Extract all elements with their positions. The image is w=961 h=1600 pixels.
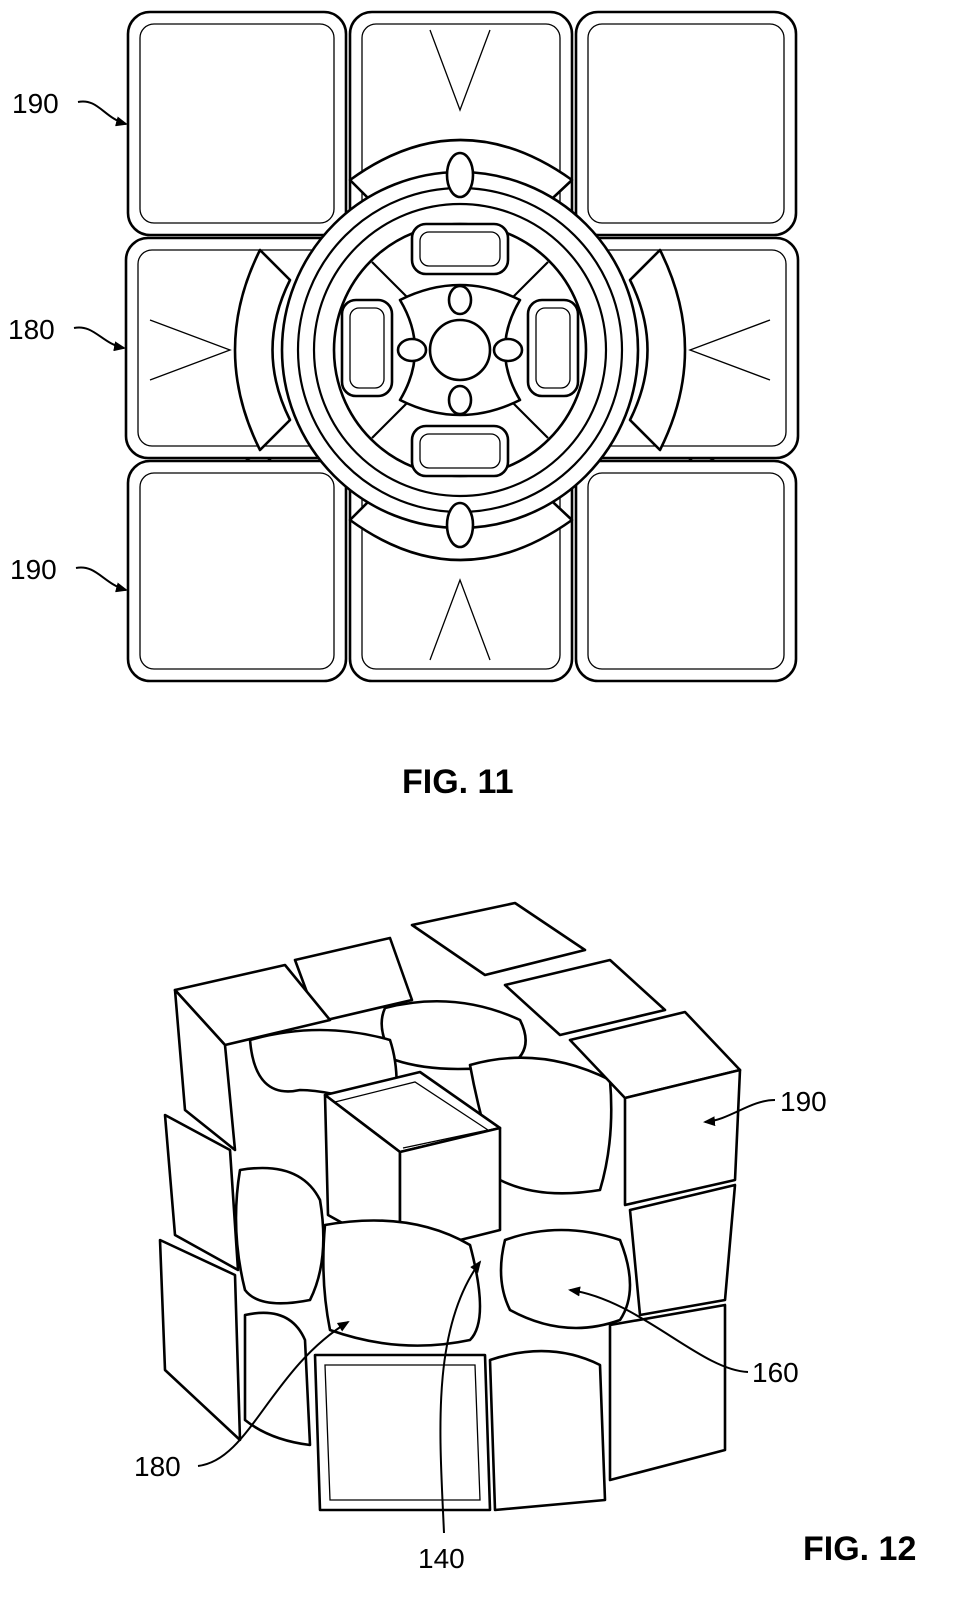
fig11-label-bottom: 190 [10,554,57,585]
fig12-label-left: 180 [134,1451,181,1482]
fig12-caption: FIG. 12 [803,1530,916,1568]
fig12-drawing [158,901,742,1512]
fig12-label-bottom: 140 [418,1543,465,1574]
fig11-label-middle: 180 [8,314,55,345]
fig11-label-top: 190 [12,88,59,119]
fig12-label-top-right: 190 [780,1086,827,1117]
fig11-caption: FIG. 11 [402,763,514,801]
fig11-leaders [73,100,128,593]
fig12-label-right: 160 [752,1357,799,1388]
fig11-center-mechanism [233,138,687,562]
fig12-leaders [197,1099,776,1534]
fig11-drawing [124,10,800,683]
